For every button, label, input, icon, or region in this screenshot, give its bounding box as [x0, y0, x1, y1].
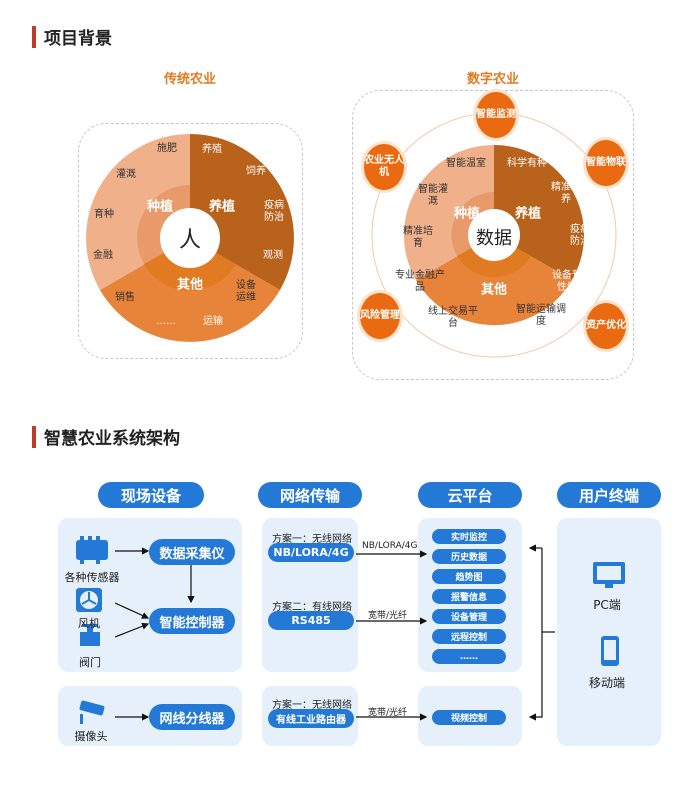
column-title: 用户终端 — [557, 482, 661, 508]
cloud-item-more: …… — [432, 649, 506, 664]
heading-accent-bar — [32, 425, 36, 448]
section-heading-background: 项目背景 — [32, 24, 112, 49]
digital-frame — [352, 90, 634, 380]
sensor-icon — [76, 536, 108, 564]
item-label: 疫病防治 — [570, 224, 590, 247]
device-label: 摄像头 — [74, 730, 108, 743]
scheme-label: 方案一：无线网络 — [272, 700, 352, 711]
item-label: 金融 — [93, 250, 113, 261]
item-label: 养殖 — [202, 144, 222, 155]
sector-other: 其他 — [176, 277, 204, 293]
traditional-center: 人 — [178, 228, 202, 253]
scheme-label: 方案二：有线网络 — [272, 602, 352, 613]
item-label: …… — [156, 316, 176, 327]
cloud-item-remote: 远程控制 — [432, 629, 506, 644]
bubble-risk-management: 风险管理 — [360, 293, 400, 339]
device-label: 阀门 — [79, 656, 101, 669]
item-label: 精准饲养 — [551, 182, 581, 205]
digital-wheel — [371, 112, 617, 358]
item-label: 观测 — [263, 250, 283, 261]
device-label: 风机 — [78, 617, 100, 630]
column-title: 网络传输 — [258, 482, 362, 508]
fan-icon — [76, 588, 102, 612]
item-label: 智能温室 — [446, 158, 486, 169]
item-label: 设备预防性维护 — [552, 270, 592, 293]
item-label: …… — [484, 334, 504, 345]
sector-planting: 种植 — [453, 206, 481, 222]
cloud-item-realtime: 实时监控 — [432, 529, 506, 544]
item-label: 科学有种 — [507, 158, 547, 169]
digital-center: 数据 — [476, 228, 512, 249]
sector-other: 其他 — [480, 282, 508, 298]
item-label: 育种 — [94, 209, 114, 220]
item-label: 饲养 — [246, 166, 266, 177]
item-label: 施肥 — [157, 143, 177, 154]
traditional-wheel — [86, 134, 294, 342]
section-heading-architecture: 智慧农业系统架构 — [32, 424, 180, 449]
section-title: 智慧农业系统架构 — [44, 429, 180, 449]
section-title: 项目背景 — [44, 29, 112, 49]
item-label: 精准培育 — [403, 226, 433, 249]
device-label: 各种传感器 — [64, 571, 120, 584]
item-label: 智能灌溉 — [418, 184, 448, 207]
heading-accent-bar — [32, 25, 36, 48]
network-pill: NB/LORA/4G — [268, 543, 354, 562]
item-label: 疫病防治 — [264, 200, 284, 223]
terminal-panel — [557, 518, 661, 746]
item-label: 线上交易平台 — [428, 306, 478, 329]
column-title: 现场设备 — [98, 482, 204, 508]
column-title: 云平台 — [418, 482, 522, 508]
cloud-item-trend: 趋势图 — [432, 569, 506, 584]
connection-label: 宽带/光纤 — [368, 708, 408, 718]
sector-breeding: 养植 — [514, 206, 542, 222]
cloud-item-history: 历史数据 — [432, 549, 506, 564]
item-label: 运输 — [203, 316, 223, 327]
item-label: 灌溉 — [116, 169, 136, 180]
bubble-asset-optimization: 资产优化 — [586, 303, 626, 349]
item-label: 设备运维 — [236, 280, 256, 303]
sector-planting: 种植 — [146, 199, 174, 215]
terminal-mobile-label: 移动端 — [588, 676, 625, 690]
sector-breeding: 养植 — [208, 199, 236, 215]
item-label: 销售 — [115, 292, 135, 303]
digital-title: 数字农业 — [466, 72, 519, 87]
network-pill: RS485 — [268, 611, 354, 630]
bubble-smart-monitoring: 智能监测 — [476, 92, 516, 138]
cloud-item-device-mgmt: 设备管理 — [432, 609, 506, 624]
terminal-pc-label: PC端 — [593, 598, 621, 612]
phone-icon — [601, 636, 619, 666]
data-collector-pill: 数据采集仪 — [149, 539, 235, 565]
traditional-title: 传统农业 — [163, 72, 216, 87]
bubble-agri-drone: 农业无人机 — [364, 144, 404, 190]
cable-splitter-pill: 网线分线器 — [149, 704, 235, 730]
cloud-item-video: 视频控制 — [432, 710, 506, 725]
traditional-frame — [78, 123, 303, 359]
connection-label: NB/LORA/4G — [362, 541, 418, 551]
valve-icon — [80, 624, 100, 646]
bubble-smart-iot: 智能物联 — [586, 140, 626, 186]
pc-icon — [593, 562, 625, 588]
connection-label: 宽带/光纤 — [368, 611, 408, 621]
network-pill: 有线工业路由器 — [268, 709, 354, 728]
smart-controller-pill: 智能控制器 — [149, 608, 235, 634]
item-label: 智能运输调度 — [516, 304, 566, 327]
cloud-item-alarm: 报警信息 — [432, 589, 506, 604]
camera-icon — [79, 700, 105, 724]
item-label: 专业金融产品 — [395, 270, 445, 293]
scheme-label: 方案一：无线网络 — [272, 534, 352, 545]
